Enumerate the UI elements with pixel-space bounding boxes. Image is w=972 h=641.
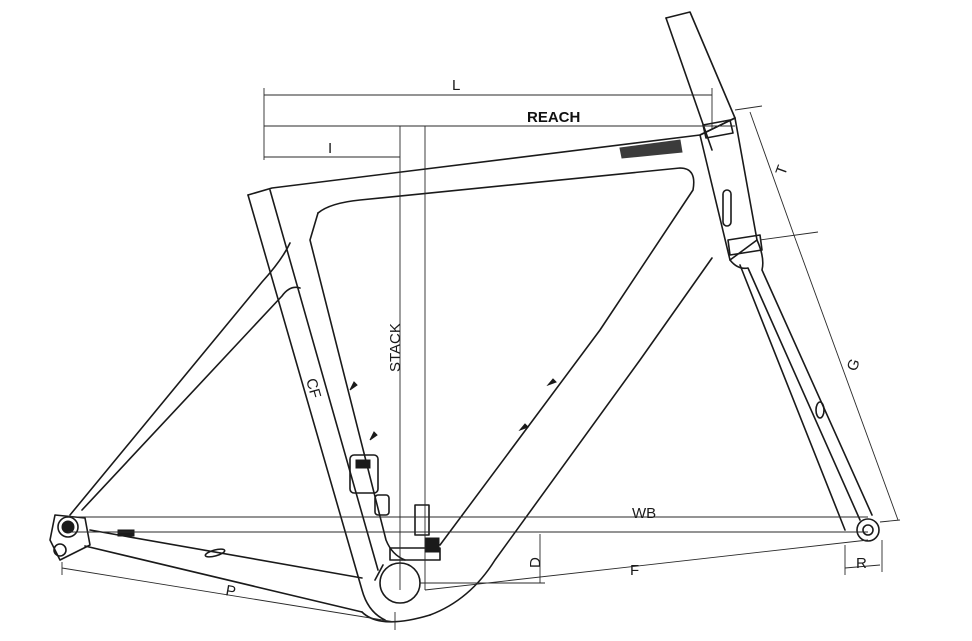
label-d: D xyxy=(527,557,544,568)
label-f: F xyxy=(630,562,639,579)
label-r: R xyxy=(856,555,867,572)
label-p: P xyxy=(224,582,237,600)
label-i: I xyxy=(328,140,332,157)
label-wb: WB xyxy=(632,505,656,522)
label-stack: STACK xyxy=(387,323,404,372)
dimension-lines xyxy=(61,88,901,630)
label-cf: CF xyxy=(302,376,324,400)
label-t: T xyxy=(773,163,792,177)
label-reach: REACH xyxy=(527,109,580,126)
label-g: G xyxy=(844,357,864,374)
label-l: L xyxy=(452,77,460,94)
frame-outline xyxy=(49,11,880,623)
